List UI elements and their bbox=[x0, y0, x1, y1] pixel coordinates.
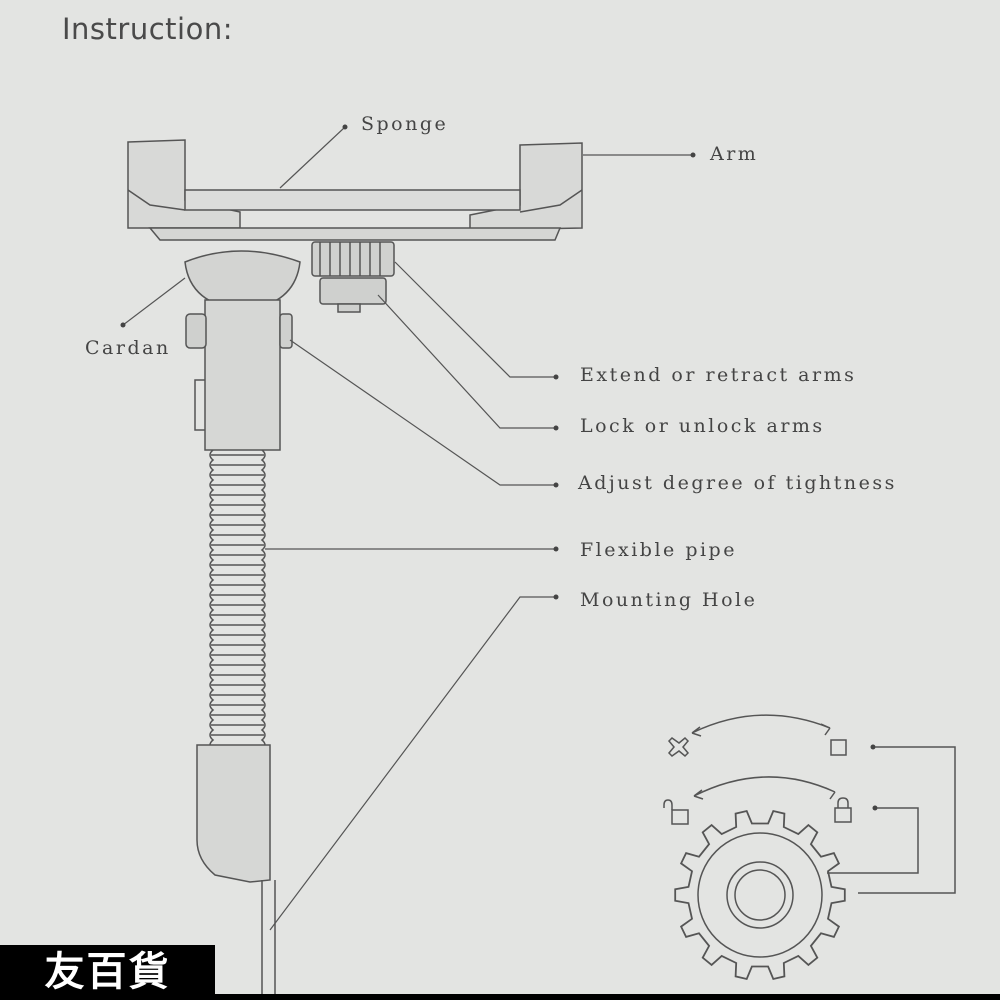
x-arms-icon bbox=[667, 736, 690, 758]
label-pipe: Flexible pipe bbox=[580, 539, 737, 561]
pipe-edge bbox=[209, 449, 215, 751]
label-extend: Extend or retract arms bbox=[580, 364, 857, 386]
locked-padlock-icon bbox=[834, 797, 852, 823]
arrow-arc-top bbox=[691, 714, 831, 737]
bottom-bar bbox=[0, 994, 1000, 1000]
leader-lines bbox=[122, 126, 693, 931]
leader-dots bbox=[120, 124, 878, 811]
base-plate bbox=[148, 227, 562, 241]
label-adjust: Adjust degree of tightness bbox=[578, 472, 897, 494]
knob-legend bbox=[663, 714, 956, 981]
right-arm bbox=[469, 142, 583, 231]
cardan-ball bbox=[184, 250, 301, 311]
neck bbox=[185, 299, 293, 451]
label-arm: Arm bbox=[710, 143, 759, 165]
arrow-arc-bottom bbox=[693, 776, 836, 800]
gear-knob-icon bbox=[674, 809, 846, 981]
cradle bbox=[127, 139, 583, 241]
pipe-edge bbox=[260, 449, 266, 751]
flexible-pipe bbox=[209, 449, 266, 751]
watermark: 友百貨 bbox=[0, 945, 215, 1000]
extend-lock-knob bbox=[311, 241, 395, 313]
label-cardan: Cardan bbox=[85, 337, 171, 359]
connector-lock bbox=[827, 807, 919, 874]
sponge-pad bbox=[184, 189, 521, 211]
label-mounting: Mounting Hole bbox=[580, 589, 758, 611]
left-arm bbox=[127, 139, 241, 229]
page-title: Instruction: bbox=[62, 12, 233, 46]
mounting-clamp bbox=[196, 744, 276, 1000]
square-arms-icon bbox=[830, 739, 847, 756]
unlocked-padlock-icon bbox=[663, 799, 689, 825]
connector-square bbox=[858, 746, 956, 894]
label-sponge: Sponge bbox=[361, 113, 449, 135]
label-lock: Lock or unlock arms bbox=[580, 415, 825, 437]
